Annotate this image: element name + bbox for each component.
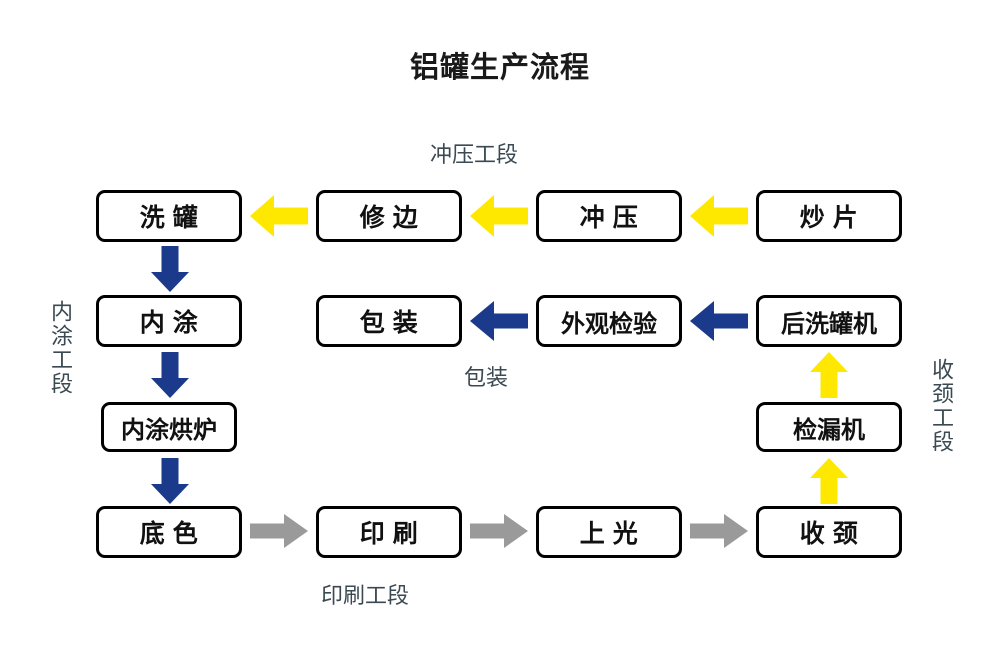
arrow-print-to-varnish xyxy=(470,510,528,552)
section-label-packaging: 包装 xyxy=(464,365,509,390)
page-title: 铝罐生产流程 xyxy=(409,52,590,84)
arrow-wash-can-to-inner-coat xyxy=(146,246,194,292)
arrow-blank-to-stamp xyxy=(690,192,748,240)
node-trim[interactable]: 修 边 xyxy=(316,190,462,242)
section-label-printing: 印刷工段 xyxy=(321,583,410,608)
node-inner-coat-oven[interactable]: 内涂烘炉 xyxy=(101,402,237,452)
node-base-color[interactable]: 底 色 xyxy=(96,506,242,558)
arrow-visual-inspection-to-pack xyxy=(470,297,528,345)
node-varnish[interactable]: 上 光 xyxy=(536,506,682,558)
arrow-stamp-to-trim xyxy=(470,192,528,240)
arrow-oven-to-base-color xyxy=(146,458,194,504)
node-visual-inspection[interactable]: 外观检验 xyxy=(536,295,682,347)
section-label-inner-coating: 内涂工段 xyxy=(48,300,73,396)
node-stamp[interactable]: 冲 压 xyxy=(536,190,682,242)
node-leak-detector[interactable]: 检漏机 xyxy=(756,402,902,452)
node-wash-can[interactable]: 洗 罐 xyxy=(96,190,242,242)
arrow-neck-to-leak-detector xyxy=(805,458,853,504)
arrow-inner-coat-to-oven xyxy=(146,352,194,398)
section-label-necking: 收颈工段 xyxy=(929,358,954,454)
node-post-washer[interactable]: 后洗罐机 xyxy=(756,295,902,347)
node-inner-coat[interactable]: 内 涂 xyxy=(96,295,242,347)
arrow-base-color-to-print xyxy=(250,510,308,552)
section-label-stamping: 冲压工段 xyxy=(430,142,519,167)
arrow-post-washer-to-visual-inspection xyxy=(690,297,748,345)
node-print[interactable]: 印 刷 xyxy=(316,506,462,558)
node-blank[interactable]: 炒 片 xyxy=(756,190,902,242)
node-pack[interactable]: 包 装 xyxy=(316,295,462,347)
node-neck[interactable]: 收 颈 xyxy=(756,506,902,558)
arrow-varnish-to-neck xyxy=(690,510,748,552)
arrow-leak-detector-to-post-washer xyxy=(805,352,853,398)
arrow-trim-to-wash-can xyxy=(250,192,308,240)
